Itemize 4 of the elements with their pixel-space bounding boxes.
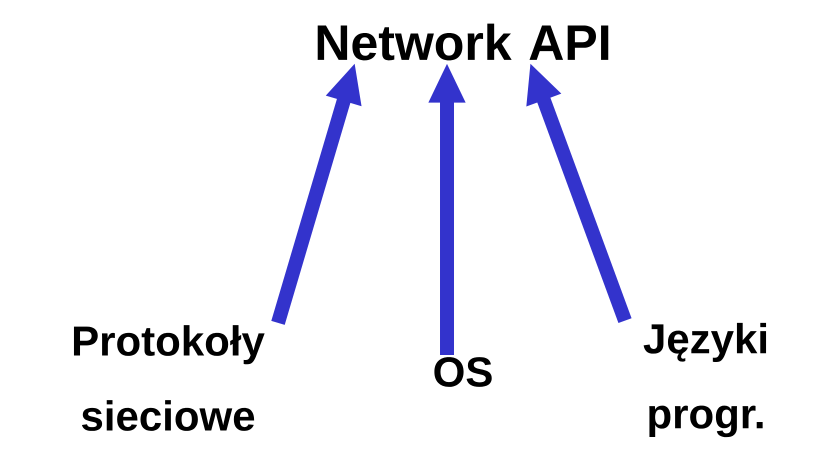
node-label: Protokoły sieciowe	[74, 325, 265, 431]
node-label: Języki progr.	[644, 322, 766, 438]
node-label: Network API	[318, 24, 608, 60]
node-label: OS	[434, 357, 492, 387]
